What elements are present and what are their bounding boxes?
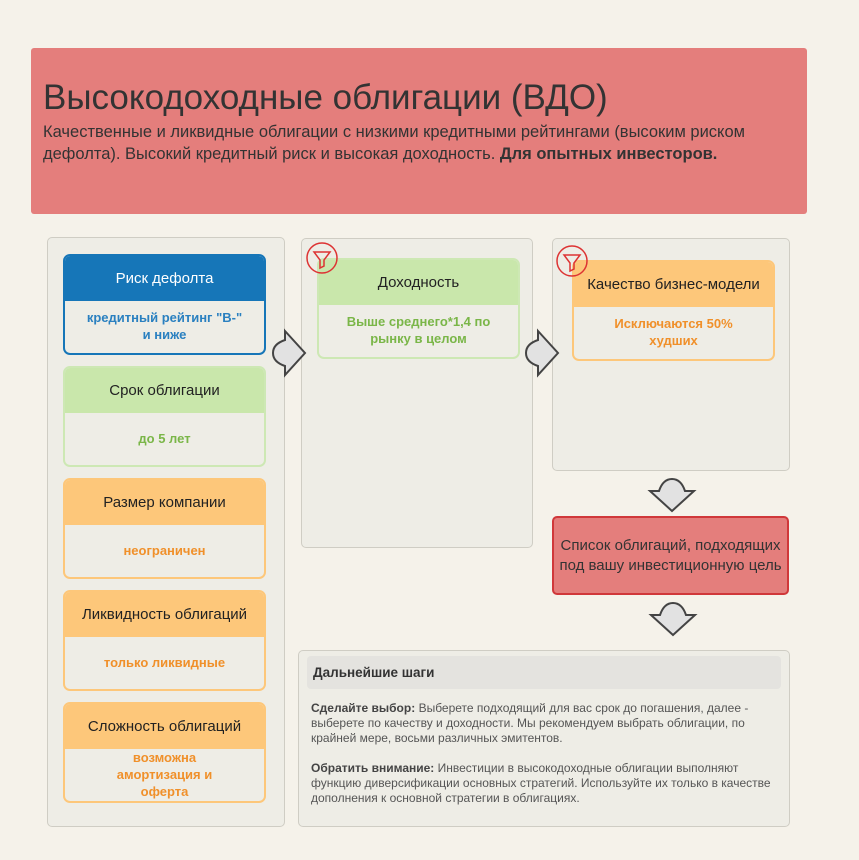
attention-paragraph: Обратить внимание: Инвестиции в высокодо… bbox=[311, 761, 771, 806]
card-title: Качество бизнес-модели bbox=[574, 262, 773, 307]
choice-label: Сделайте выбор: bbox=[311, 701, 416, 715]
choice-paragraph: Сделайте выбор: Выберете подходящий для … bbox=[311, 701, 771, 746]
card-title: Ликвидность облигаций bbox=[65, 592, 264, 637]
arrow-right-icon bbox=[524, 328, 560, 378]
criteria-card-company-size: Размер компании неограничен bbox=[63, 478, 266, 579]
header-banner: Высокодоходные облигации (ВДО) Качествен… bbox=[31, 48, 807, 214]
card-value: Выше среднего*1,4 по рынку в целом bbox=[346, 314, 491, 346]
attention-text: Инвестиции в высокодоходные облигации вы… bbox=[311, 761, 771, 805]
card-value: возможна амортизация и оферта bbox=[116, 749, 213, 799]
result-box: Список облигаций, подходящих под вашу ин… bbox=[552, 516, 789, 595]
card-value: только ликвидные bbox=[103, 654, 226, 670]
card-title: Срок облигации bbox=[65, 368, 264, 413]
next-steps-title: Дальнейшие шаги bbox=[307, 656, 781, 689]
card-value: кредитный рейтинг "B-" и ниже bbox=[86, 310, 243, 342]
subtitle-emphasis: Для опытных инвесторов. bbox=[499, 145, 718, 163]
criteria-card-term: Срок облигации до 5 лет bbox=[63, 366, 266, 467]
card-title: Доходность bbox=[319, 260, 518, 305]
filter-icon bbox=[556, 245, 588, 277]
attention-label: Обратить внимание: bbox=[311, 761, 435, 775]
card-value: Исключаются 50% худших bbox=[614, 316, 733, 348]
criteria-card-default-risk: Риск дефолта кредитный рейтинг "B-" и ниж… bbox=[63, 254, 266, 355]
filter-icon bbox=[306, 242, 338, 274]
criteria-panel: Риск дефолта кредитный рейтинг "B-" и ниж… bbox=[47, 237, 285, 827]
card-value: до 5 лет bbox=[138, 430, 191, 446]
card-title: Риск дефолта bbox=[65, 256, 264, 301]
arrow-right-icon bbox=[271, 328, 307, 378]
card-title: Размер компании bbox=[65, 480, 264, 525]
arrow-down-icon bbox=[647, 477, 697, 513]
page-subtitle: Качественные и ликвидные облигации с низ… bbox=[43, 121, 763, 165]
next-steps-panel: Дальнейшие шаги Сделайте выбор: Выберете… bbox=[298, 650, 790, 827]
card-title: Сложность облигаций bbox=[65, 704, 264, 749]
criteria-card-liquidity: Ликвидность облигаций только ликвидные bbox=[63, 590, 266, 691]
choice-text: Выберете подходящий для вас срок до пога… bbox=[311, 701, 749, 745]
subtitle-text: Качественные и ликвидные облигации с низ… bbox=[43, 123, 745, 163]
page-title: Высокодоходные облигации (ВДО) bbox=[43, 78, 608, 117]
arrow-down-icon bbox=[648, 601, 698, 637]
card-value: неограничен bbox=[123, 542, 206, 558]
